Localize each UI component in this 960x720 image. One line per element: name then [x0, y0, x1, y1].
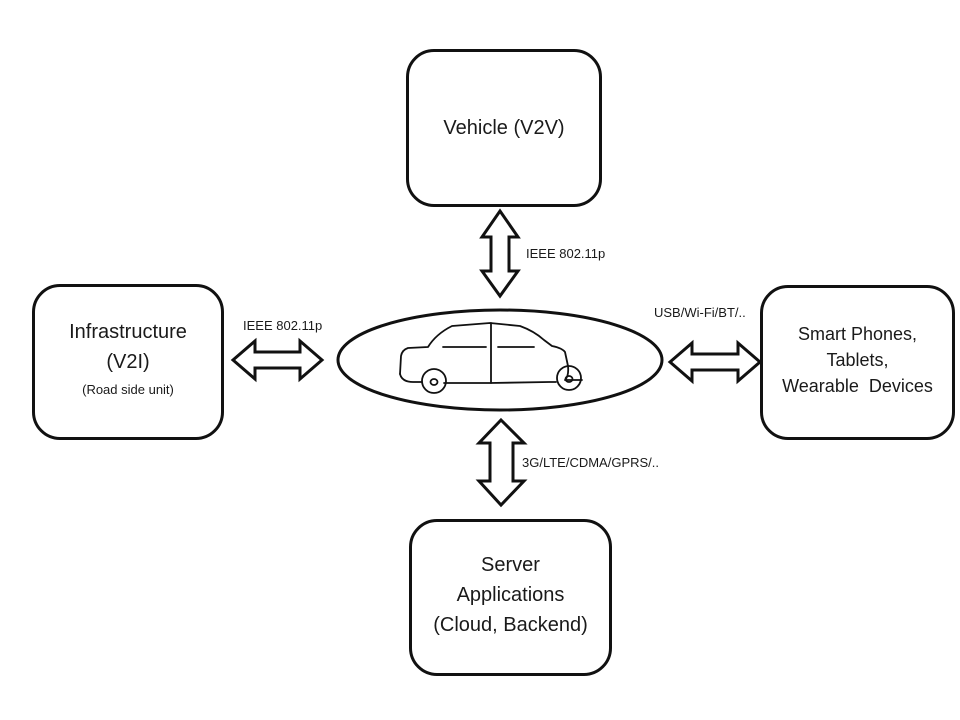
server-bidirectional-arrow	[475, 417, 528, 508]
server-link-label: 3G/LTE/CDMA/GPRS/..	[522, 455, 660, 470]
v2i-node: Infrastructure (V2I) (Road side unit)	[32, 284, 224, 440]
v2i-link-label: IEEE 802.11p	[243, 318, 323, 333]
devices-node: Smart Phones, Tablets, Wearable Devices	[760, 285, 955, 440]
v2v-node: Vehicle (V2V)	[406, 49, 602, 207]
car-icon	[399, 322, 583, 394]
server-line-1: Server	[481, 553, 540, 576]
server-line-3: (Cloud, Backend)	[433, 613, 588, 636]
devices-bidirectional-arrow	[667, 339, 763, 385]
server-line-2: Applications	[456, 583, 565, 606]
devices-line-2: Tablets,	[826, 349, 889, 370]
v2i-bidirectional-arrow	[230, 337, 325, 383]
v2i-node-note: (Road side unit)	[82, 382, 174, 397]
devices-line-1: Smart Phones,	[797, 323, 918, 344]
v2i-node-subtitle-v2i: (V2I)	[106, 351, 150, 373]
v2v-node-title: Vehicle (V2V)	[443, 117, 565, 139]
server-node: Server Applications (Cloud, Backend)	[409, 519, 612, 676]
devices-line-3: Wearable Devices	[782, 375, 933, 396]
devices-link-label: USB/Wi-Fi/BT/..	[654, 305, 746, 320]
v2v-bidirectional-arrow	[479, 208, 521, 299]
vehicle-ellipse	[336, 308, 664, 412]
v2v-link-label: IEEE 802.11p	[526, 246, 606, 261]
v2i-node-title: Infrastructure	[69, 321, 187, 343]
